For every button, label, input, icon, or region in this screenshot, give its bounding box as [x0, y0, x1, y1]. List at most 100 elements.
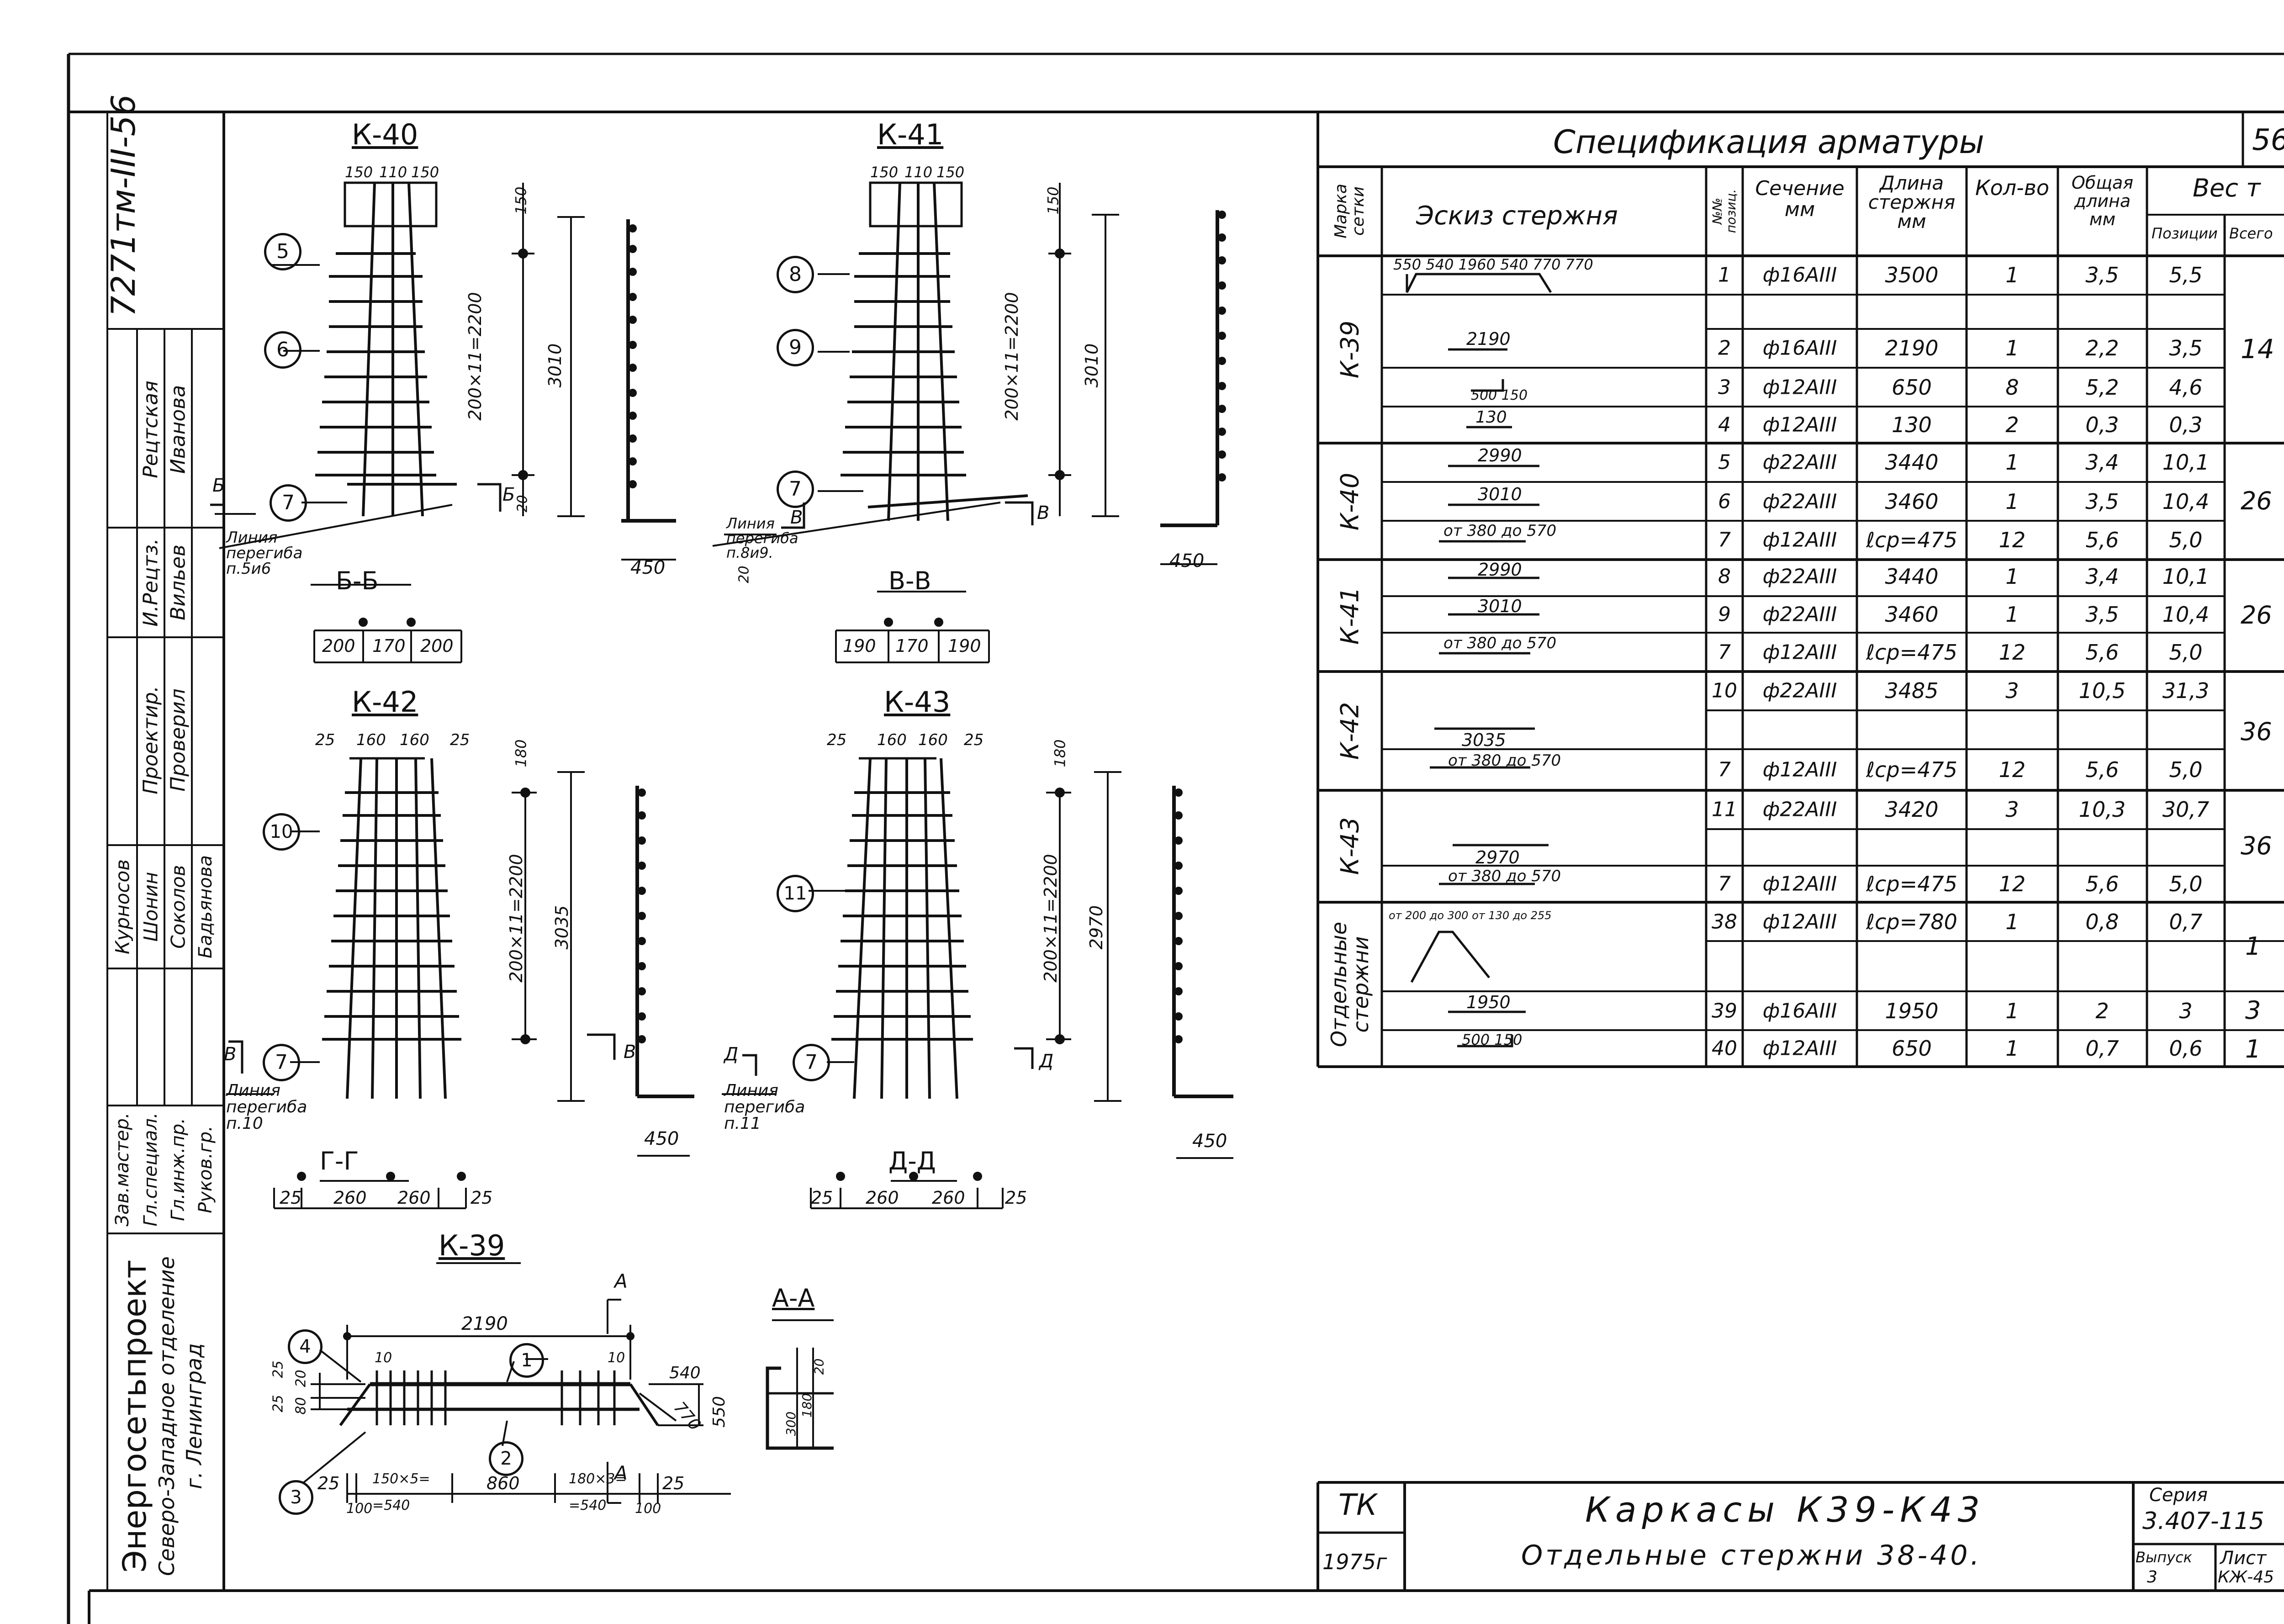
stamp-role-4: Вильев: [166, 545, 190, 620]
k40-pos-6: 6: [264, 331, 301, 369]
spec-cell-qty: 8: [2005, 375, 2019, 400]
group-mark-k43: К-43: [1335, 817, 1364, 875]
k39-dim-550: 550: [709, 1396, 729, 1428]
aa-dim-3: 300: [783, 1411, 799, 1436]
k42-bend-line: Линия перегиба п.10: [226, 1081, 307, 1133]
spec-cell-pos: 38: [1712, 910, 1737, 934]
drawing-k39: [303, 1262, 834, 1504]
k41-dim-top: 150: [1044, 186, 1062, 215]
hdr-qty: Кол-во: [1975, 175, 2050, 200]
k39-dim-left-4: 80: [293, 1397, 309, 1415]
stamp-role-6: Проверил: [166, 688, 190, 792]
bb-dim-3: 200: [420, 636, 454, 656]
spec-cell-pos: 7: [1718, 640, 1731, 664]
spec-cell-pos: 6: [1718, 490, 1731, 513]
tb-issue: 3: [2147, 1568, 2157, 1587]
group-total-k40: 26: [2241, 487, 2272, 515]
spec-cell-sec: ф22АIII: [1762, 679, 1837, 703]
spec-cell-len: 3460: [1885, 489, 1939, 514]
k39-pos-3: 3: [279, 1480, 313, 1515]
group-total-k43: 36: [2241, 831, 2272, 860]
spec-cell-tl: 3,5: [2085, 489, 2119, 514]
spec-cell-qty: 12: [1998, 872, 2026, 896]
sketch-1: 550 540 1960 540 770 770: [1393, 256, 1593, 273]
spec-cell-w: 0,3: [2169, 413, 2203, 437]
group-total-k41: 26: [2241, 601, 2272, 629]
group-total-k42: 36: [2241, 717, 2272, 746]
k41-dim-total: 3010: [1082, 343, 1102, 388]
tb-issue-label: Выпуск: [2136, 1549, 2192, 1566]
group-mark-k41: К-41: [1335, 587, 1364, 645]
gg-dim-3: 260: [397, 1188, 431, 1208]
spec-cell-sec: ф12АIII: [1762, 758, 1837, 782]
dd-dim-4: 25: [1005, 1188, 1027, 1208]
gg-dim-1: 25: [280, 1188, 302, 1208]
spec-cell-tl: 3,4: [2085, 450, 2119, 475]
spec-cell-qty: 1: [2005, 336, 2019, 360]
k39-dim-left-3: 20: [293, 1370, 309, 1387]
spec-cell-qty: 12: [1998, 528, 2026, 552]
vv-dim-3: 190: [948, 636, 981, 656]
title-block-grid: [1316, 1481, 2284, 1591]
hdr-w-pos: Позиции: [2152, 225, 2218, 242]
k39-dim-b4: 860: [486, 1473, 520, 1493]
spec-cell-len: 3440: [1885, 564, 1939, 589]
bb-title: Б-Б: [336, 566, 379, 595]
spec-cell-sec: ф12АIII: [1762, 528, 1837, 552]
k39-dim-sub1: 100: [346, 1501, 373, 1517]
row-total-39: 3: [2245, 996, 2261, 1025]
spec-cell-tl: 2: [2095, 999, 2109, 1023]
spec-cell-len: 3460: [1885, 602, 1939, 627]
spec-cell-pos: 5: [1718, 450, 1731, 474]
k42-side-dim: 450: [644, 1128, 679, 1149]
spec-cell-qty: 1: [2005, 489, 2019, 514]
hdr-total-len: Общая длина мм: [2071, 173, 2134, 229]
sketch-40: 500 150: [1462, 1031, 1523, 1048]
group-mark-k42: К-42: [1335, 702, 1364, 760]
drawing-k42: [226, 757, 694, 1209]
spec-cell-w: 10,1: [2162, 450, 2210, 475]
stamp-role-9: Соколов: [167, 865, 190, 949]
sketch-11: 2970: [1475, 847, 1520, 868]
k43-side-dim: 450: [1192, 1131, 1227, 1152]
stamp-title-4: Руков.гр.: [195, 1126, 216, 1213]
k40-dim-2: 110: [379, 164, 407, 181]
spec-cell-w: 5,0: [2169, 528, 2203, 552]
spec-cell-sec: ф12АIII: [1762, 376, 1837, 399]
spec-cell-qty: 3: [2005, 797, 2019, 822]
tb-subtitle: Отдельные стержни 38-40.: [1521, 1539, 1982, 1571]
drawing-k40: [210, 181, 676, 663]
spec-cell-sec: ф12АIII: [1762, 910, 1837, 934]
spec-cell-tl: 5,2: [2085, 375, 2119, 400]
k42-dim-vert: 200×11=2200: [506, 854, 526, 983]
spec-cell-w: 5,0: [2169, 640, 2203, 665]
sketch-2: 2190: [1466, 329, 1511, 349]
k42-pos-7: 7: [263, 1044, 300, 1081]
hdr-weight: Вес т: [2193, 174, 2261, 202]
k42-dim-1: 25: [315, 731, 335, 749]
spec-title: Спецификация арматуры: [1553, 123, 1984, 161]
stamp-role-7: Курносов: [111, 859, 134, 955]
spec-cell-pos: 7: [1718, 758, 1731, 782]
spec-cell-qty: 1: [2005, 999, 2019, 1023]
spec-cell-w: 31,3: [2162, 678, 2210, 703]
spec-cell-w: 5,5: [2169, 263, 2203, 287]
spec-cell-w: 0,6: [2169, 1036, 2203, 1061]
spec-cell-qty: 12: [1998, 640, 2026, 665]
k39-dim-b2: 150×5=: [372, 1471, 430, 1487]
k43-dim-1: 25: [827, 731, 847, 749]
k40-bend-line: Линия перегиба п.5и6: [226, 529, 303, 578]
dd-dim-3: 260: [932, 1188, 965, 1208]
k43-bend-line: Линия перегиба п.11: [724, 1081, 805, 1133]
spec-cell-w: 3: [2179, 999, 2193, 1023]
k40-side-dim: 450: [630, 557, 666, 578]
stamp-role-10: Бадьянова: [195, 855, 216, 958]
sketch-7c: от 380 до 570: [1448, 751, 1561, 770]
vv-dim-1: 190: [843, 636, 876, 656]
sketch-38: от 200 до 300 от 130 до 255: [1389, 909, 1552, 922]
hdr-section: Сечение мм: [1755, 177, 1845, 221]
tb-org: ТК: [1338, 1488, 1377, 1522]
spec-cell-w: 0,7: [2169, 910, 2203, 934]
drawing-k41: [712, 181, 1226, 663]
